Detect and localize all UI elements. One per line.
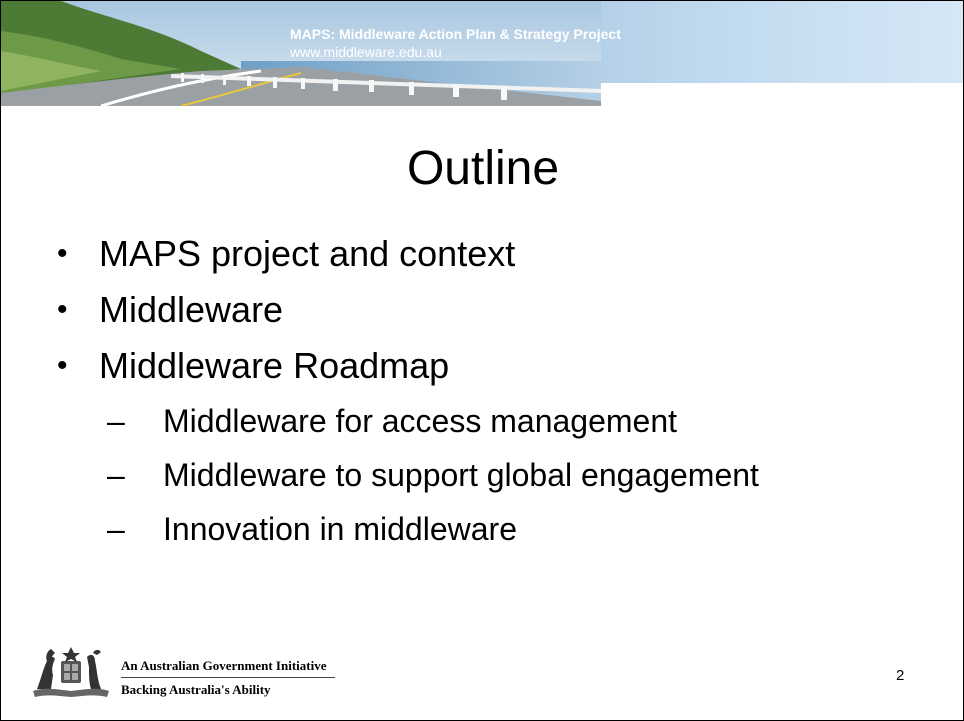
bullet-glyph: • (57, 293, 68, 326)
bullet-text: Middleware (99, 289, 284, 330)
subbullet-text: Middleware to support global engagement (163, 457, 759, 493)
subbullet-glyph: – (107, 457, 125, 493)
subbullet-item: – Middleware for access management (57, 394, 759, 448)
subbullet-item: – Innovation in middleware (57, 502, 759, 556)
slide-title: Outline (406, 142, 560, 195)
page-number: 2 (896, 667, 905, 684)
subbullet-glyph: – (107, 403, 125, 439)
bullet-text: Middleware Roadmap (99, 345, 450, 386)
subbullet-item: – Middleware to support global engagemen… (57, 448, 759, 502)
subbullet-glyph: – (107, 511, 125, 547)
subbullet-text: Middleware for access management (163, 403, 678, 439)
coat-of-arms-logo (33, 647, 109, 697)
bullet-glyph: • (57, 237, 68, 270)
footer-initiative: An Australian Government Initiative (121, 658, 327, 673)
footer-tagline: Backing Australia's Ability (121, 682, 271, 697)
bullet-item: • Middleware Roadmap (57, 338, 759, 394)
project-url: www.middleware.edu.au (290, 44, 442, 60)
bullet-glyph: • (57, 349, 68, 382)
subbullet-text: Innovation in middleware (163, 511, 517, 547)
bullet-list: • MAPS project and context • Middleware … (57, 226, 759, 556)
project-title: MAPS: Middleware Action Plan & Strategy … (290, 26, 621, 42)
bullet-item: • Middleware (57, 282, 759, 338)
header-banner: MAPS: Middleware Action Plan & Strategy … (1, 1, 963, 106)
bullet-text: MAPS project and context (99, 233, 516, 274)
road-photo (1, 1, 601, 106)
bullet-item: • MAPS project and context (57, 226, 759, 282)
footer-divider (121, 677, 335, 678)
